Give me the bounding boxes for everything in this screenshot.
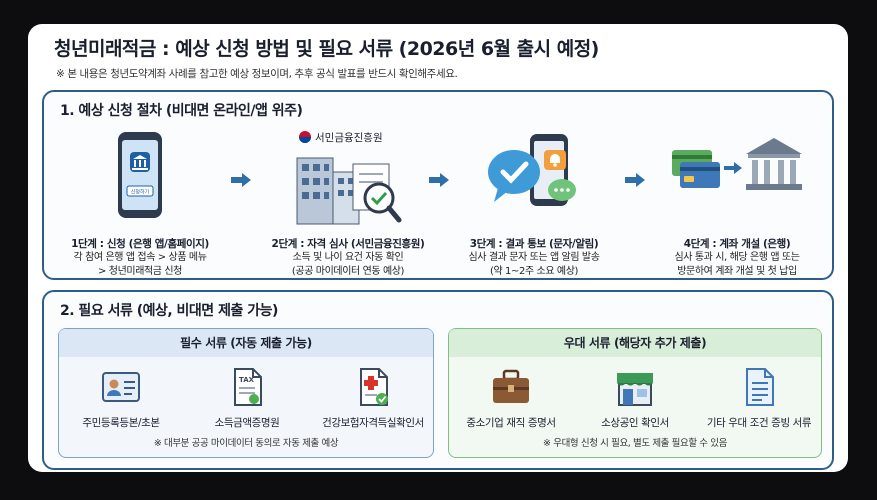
step-desc: 방문하여 계좌 개설 및 첫 납입 bbox=[677, 266, 797, 277]
doc-item: TAX 소득금액증명원 bbox=[185, 365, 309, 430]
step-desc: 심사 통과 시, 해당 은행 앱 또는 bbox=[674, 252, 800, 263]
svg-text:TAX: TAX bbox=[239, 376, 255, 384]
doc-item: 건강보험자격득실확인서 bbox=[311, 365, 435, 430]
disclaimer-note: ※ 본 내용은 청년도약계좌 사례를 참고한 예상 정보이며, 추후 공식 발표… bbox=[56, 68, 458, 80]
step-desc: 소득 및 나이 요건 자동 확인 bbox=[292, 252, 404, 263]
arrow-right-icon bbox=[429, 173, 449, 187]
infographic-card: 청년미래적금 : 예상 신청 방법 및 필요 서류 (2026년 6월 출시 예… bbox=[28, 24, 848, 472]
id-card-icon bbox=[102, 372, 140, 402]
doc-label: 주민등록등본/초본 bbox=[82, 417, 160, 429]
doc-item: 주민등록등본/초본 bbox=[59, 365, 183, 430]
step-title: 4단계 : 계좌 개설 (은행) bbox=[683, 238, 791, 250]
box-note: ※ 우대형 신청 시 필요, 별도 제출 필요할 수 있음 bbox=[543, 438, 727, 449]
doc-label: 소득금액증명원 bbox=[214, 417, 280, 429]
step-4: 4단계 : 계좌 개설 (은행) 심사 통과 시, 해당 은행 앱 또는 방문하… bbox=[642, 128, 832, 279]
box-title: 우대 서류 (해당자 추가 제출) bbox=[449, 329, 821, 357]
box-title: 필수 서류 (자동 제출 가능) bbox=[59, 329, 433, 357]
doc-label: 소상공인 확인서 bbox=[601, 417, 669, 429]
step-3: 3단계 : 결과 통보 (문자/알림) 심사 결과 문자 또는 앱 알림 발송 … bbox=[444, 128, 624, 279]
notification-phone-chat-icon bbox=[488, 134, 576, 206]
required-documents-box: 필수 서류 (자동 제출 가능) 주민등록등본/초본 bbox=[58, 328, 434, 458]
step-desc: (약 1~2주 소요 예상) bbox=[489, 266, 579, 277]
step-title: 3단계 : 결과 통보 (문자/알림) bbox=[469, 238, 599, 250]
cards-to-bank-icon bbox=[672, 138, 802, 190]
step-desc: 각 참여 은행 앱 접속 > 상품 메뉴 bbox=[73, 252, 207, 263]
bank-app-phone-icon: 신청하기 bbox=[118, 132, 162, 218]
step-desc: 심사 결과 문자 또는 앱 알림 발송 bbox=[468, 252, 600, 263]
section-application-process: 1. 예상 신청 절차 (비대면 온라인/앱 위주) 신청하기 1단계 : 신청… bbox=[42, 90, 834, 280]
step-title: 1단계 : 신청 (은행 앱/홈페이지) bbox=[71, 238, 209, 250]
apply-button-label: 신청하기 bbox=[131, 189, 149, 196]
arrow-right-icon bbox=[625, 173, 645, 187]
doc-item: 기타 우대 조건 증빙 서류 bbox=[697, 365, 821, 430]
preferential-documents-box: 우대 서류 (해당자 추가 제출) 중소기업 재직 증명서 bbox=[448, 328, 822, 458]
health-certificate-icon bbox=[360, 368, 388, 406]
document-icon bbox=[746, 368, 774, 406]
section-title: 1. 예상 신청 절차 (비대면 온라인/앱 위주) bbox=[60, 103, 303, 119]
step-desc: (공공 마이데이터 연동 예상) bbox=[291, 266, 405, 277]
step-title: 2단계 : 자격 심사 (서민금융진흥원) bbox=[271, 238, 425, 250]
agency-building-magnifier-icon: 서민금융진흥원 bbox=[296, 131, 402, 225]
agency-name: 서민금융진흥원 bbox=[315, 131, 383, 144]
step-2: 서민금융진흥원 bbox=[248, 128, 448, 279]
section-title: 2. 필요 서류 (예상, 비대면 제출 가능) bbox=[60, 303, 278, 319]
briefcase-icon bbox=[493, 369, 529, 403]
shop-icon bbox=[617, 373, 653, 406]
doc-label: 기타 우대 조건 증빙 서류 bbox=[706, 417, 812, 429]
doc-item: 중소기업 재직 증명서 bbox=[449, 365, 573, 430]
step-1: 신청하기 1단계 : 신청 (은행 앱/홈페이지) 각 참여 은행 앱 접속 >… bbox=[50, 128, 230, 279]
arrow-right-icon bbox=[231, 173, 251, 187]
tax-document-icon: TAX bbox=[234, 368, 262, 406]
doc-item: 소상공인 확인서 bbox=[573, 365, 697, 430]
doc-label: 중소기업 재직 증명서 bbox=[466, 417, 556, 429]
page-title: 청년미래적금 : 예상 신청 방법 및 필요 서류 (2026년 6월 출시 예… bbox=[54, 38, 599, 60]
box-note: ※ 대부분 공공 마이데이터 동의로 자동 제출 예상 bbox=[153, 438, 339, 449]
doc-label: 건강보험자격득실확인서 bbox=[322, 417, 424, 429]
section-required-documents: 2. 필요 서류 (예상, 비대면 제출 가능) 필수 서류 (자동 제출 가능… bbox=[42, 290, 834, 470]
step-desc: > 청년미래적금 신청 bbox=[98, 266, 182, 277]
